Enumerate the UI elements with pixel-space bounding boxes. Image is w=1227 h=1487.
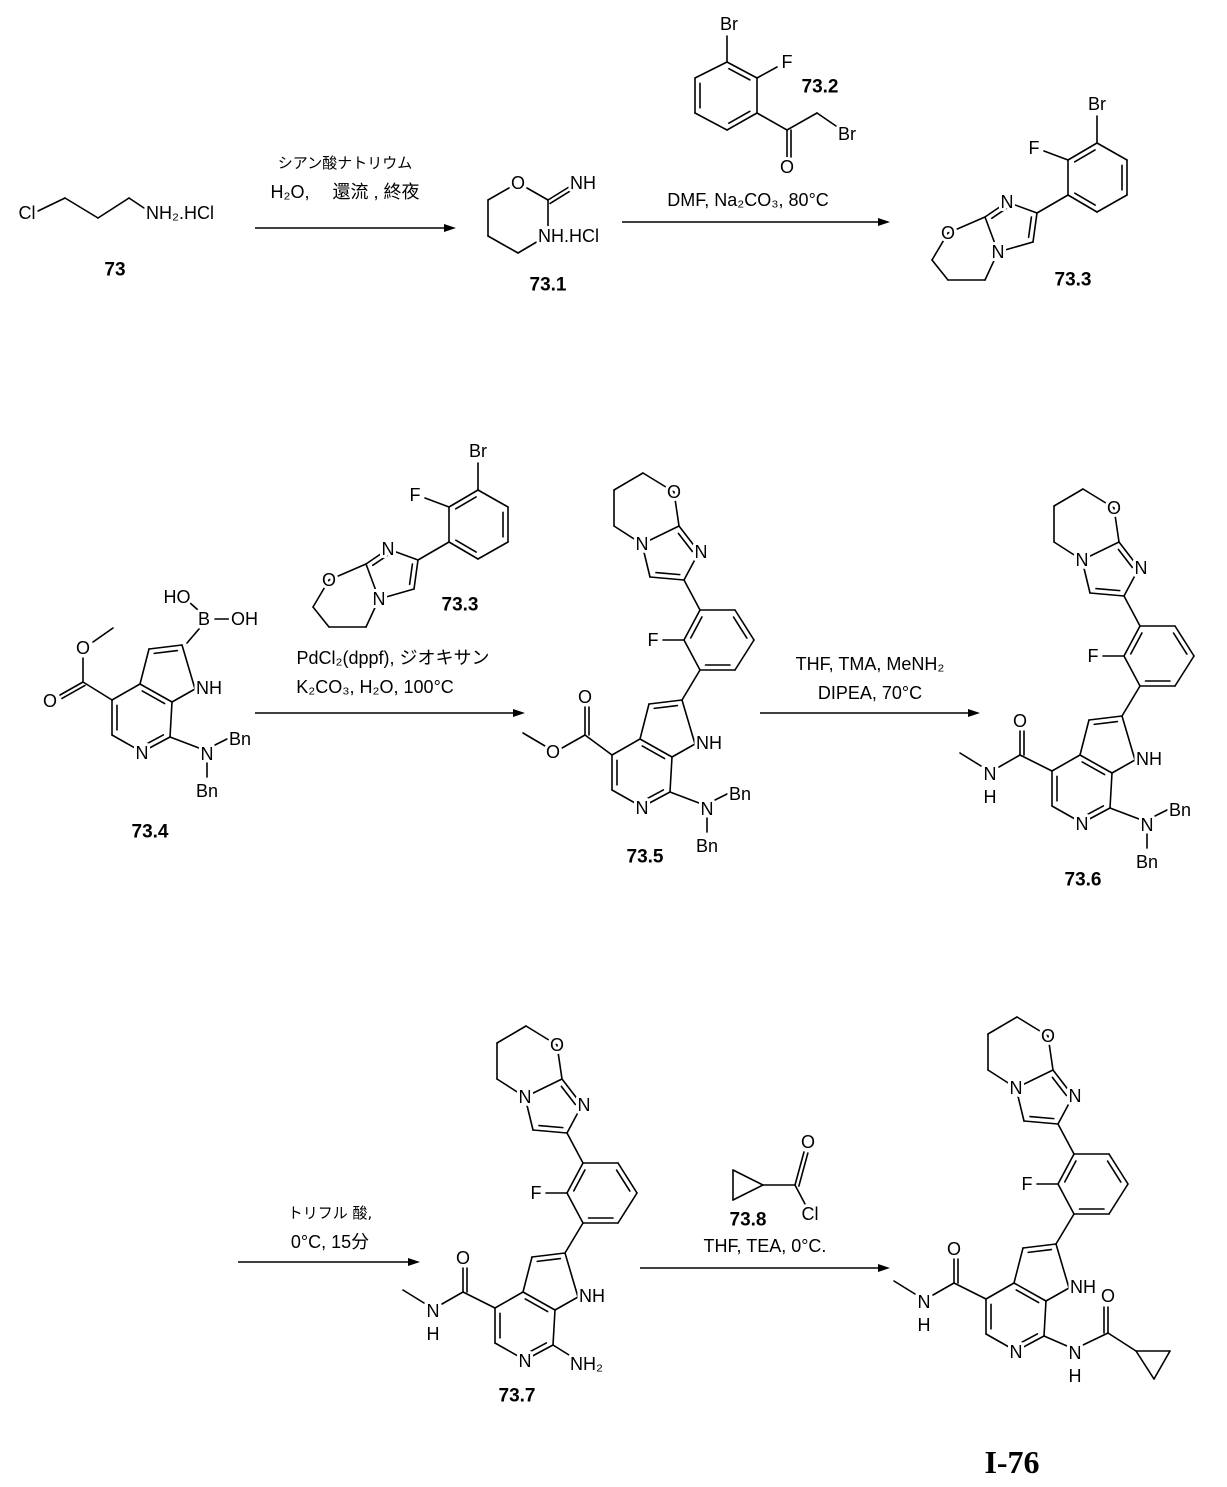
reagent-text: THF, TEA, 0°C. xyxy=(704,1236,827,1256)
atom-label: H xyxy=(1069,1366,1082,1386)
bond xyxy=(562,735,585,748)
bond xyxy=(817,113,836,126)
reaction-arrow-6: O Cl 73.8 THF, TEA, 0°C. xyxy=(640,1132,890,1272)
compound-number: 73.3 xyxy=(442,595,479,616)
compound-73-3: 73.3 xyxy=(932,94,1127,291)
bond xyxy=(585,735,612,755)
reaction-arrow-1: シアン酸ナトリウム H₂O, 還流 , 終夜 xyxy=(255,154,456,232)
bond xyxy=(488,236,518,253)
bond xyxy=(757,67,777,78)
bond xyxy=(129,198,144,208)
atom-label: HO xyxy=(164,587,191,607)
reaction-arrow-5: トリフル 酸, 0°C, 15分 xyxy=(238,1204,420,1266)
compound-73-7: NH₂ 73.7 xyxy=(403,1026,637,1407)
compound-number: 73.7 xyxy=(499,1386,536,1407)
bond xyxy=(787,113,817,130)
reagent-text: トリフル 酸, xyxy=(288,1204,373,1222)
reagent-text: 0°C, 15分 xyxy=(291,1232,369,1252)
compound-number: 73.3 xyxy=(1055,270,1092,291)
atom-label: NH.HCl xyxy=(538,226,599,246)
compound-number: 73.1 xyxy=(530,275,567,296)
atom-label: Br xyxy=(720,14,738,34)
reagent-73-8: O Cl 73.8 xyxy=(730,1132,819,1231)
reaction-arrow-2: DMF, Na₂CO₃, 80°C xyxy=(622,190,890,226)
atom-label: O xyxy=(76,638,90,658)
reagent-73-3: 73.3 xyxy=(313,441,508,627)
bond xyxy=(729,69,750,80)
bond xyxy=(553,1345,569,1355)
bond xyxy=(1136,1351,1154,1379)
bond xyxy=(98,198,129,218)
bond xyxy=(38,198,65,211)
bond xyxy=(695,62,727,78)
compound-number: 73.4 xyxy=(132,822,169,843)
bond xyxy=(799,1153,808,1186)
bond xyxy=(527,188,548,200)
reagent-text: シアン酸ナトリウム xyxy=(278,154,412,172)
bond xyxy=(757,113,787,130)
atom-label: O xyxy=(546,742,560,762)
bond xyxy=(488,188,509,200)
atom-label: NH₂.HCl xyxy=(146,203,214,223)
compound-number: I-76 xyxy=(984,1444,1039,1480)
reaction-arrow-3: 73.3 PdCl₂(dppf), ジオキサン K₂CO₃, H₂O, 100°… xyxy=(255,441,525,717)
atom-label: O xyxy=(801,1132,815,1152)
atom-label: N xyxy=(1069,1343,1082,1363)
reagent-text: DMF, Na₂CO₃, 80°C xyxy=(667,190,829,210)
reagent-text: DIPEA, 70°C xyxy=(818,683,922,703)
bond xyxy=(83,682,112,700)
bond xyxy=(733,1170,763,1185)
atom-label: O xyxy=(43,691,57,711)
bond xyxy=(733,1185,763,1200)
bond xyxy=(523,733,545,746)
compound-73: Cl NH₂.HCl 73 xyxy=(19,198,214,281)
compound-73-1: O NH NH.HCl 73.1 xyxy=(488,173,599,296)
atom-label: Cl xyxy=(19,203,36,223)
compound-73-4: O O B OH HO 73.4 xyxy=(43,587,258,843)
compound-number: 73.5 xyxy=(627,847,664,868)
bond xyxy=(1083,1333,1108,1345)
bond xyxy=(729,111,750,123)
atom-label: Br xyxy=(838,124,856,144)
bond xyxy=(795,1152,804,1185)
reagent-text: H₂O, 還流 , 終夜 xyxy=(271,182,420,202)
reagent-text: THF, TMA, MeNH₂ xyxy=(796,654,945,674)
compound-i-76: N H O I-76 xyxy=(894,1017,1170,1480)
atom-label: O xyxy=(511,173,525,193)
bond xyxy=(1108,1333,1136,1351)
atom-label: F xyxy=(782,52,793,72)
bond xyxy=(65,198,98,218)
bond xyxy=(695,113,727,130)
bond xyxy=(1154,1351,1170,1379)
atom-label: Cl xyxy=(802,1204,819,1224)
compound-73-2: Br F O Br 73.2 xyxy=(695,14,856,177)
compound-number: 73.8 xyxy=(730,1210,767,1231)
bond xyxy=(795,1185,805,1204)
reagent-text: K₂CO₃, H₂O, 100°C xyxy=(296,677,454,697)
compound-number: 73.6 xyxy=(1065,870,1102,891)
bond xyxy=(93,628,113,642)
reaction-arrow-4: THF, TMA, MeNH₂ DIPEA, 70°C xyxy=(760,654,980,717)
compound-number: 73 xyxy=(104,260,125,281)
compound-73-5: O O 73.5 xyxy=(523,473,754,868)
bond xyxy=(518,240,540,253)
reagent-text: PdCl₂(dppf), ジオキサン xyxy=(296,648,489,668)
atom-label: O xyxy=(780,157,794,177)
atom-label: O xyxy=(1101,1286,1115,1306)
atom-label: O xyxy=(578,687,592,707)
bond xyxy=(187,629,199,643)
atom-label: NH₂ xyxy=(570,1354,603,1374)
bond xyxy=(1044,1336,1067,1346)
compound-73-6: 73.6 xyxy=(960,489,1194,891)
atom-label: B xyxy=(198,609,210,629)
atom-label: NH xyxy=(570,173,596,193)
atom-label: OH xyxy=(231,609,258,629)
compound-number: 73.2 xyxy=(802,77,839,98)
